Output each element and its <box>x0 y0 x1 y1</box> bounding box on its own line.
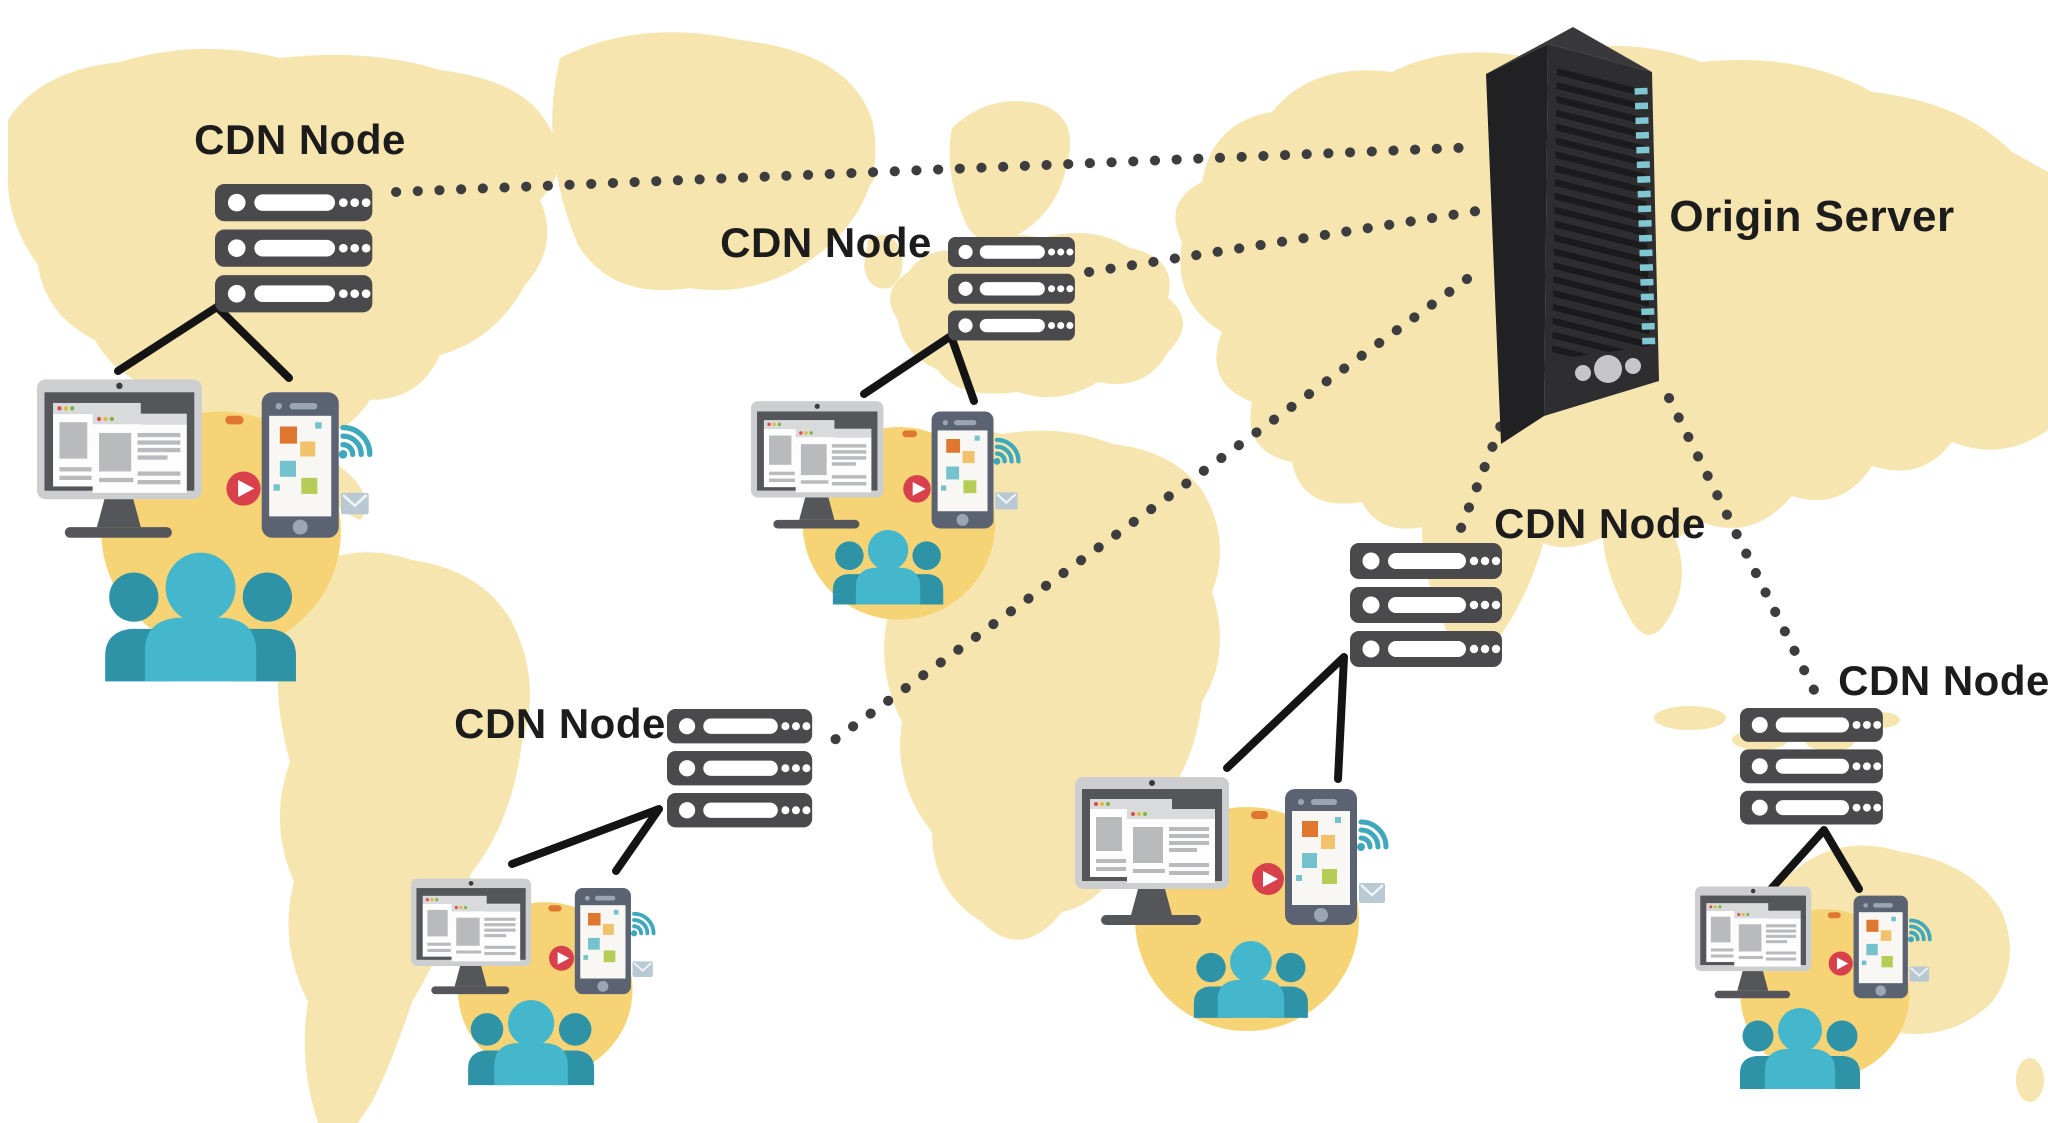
access-link-5 <box>1767 826 1863 893</box>
cdn-node-stack-3 <box>1350 543 1502 667</box>
map-new-zealand <box>2016 1058 2044 1102</box>
cdn-node-label-5: CDN Node <box>1838 657 2048 704</box>
map-scandinavia <box>949 101 1071 242</box>
server-tower-icon <box>1486 27 1659 444</box>
origin-link-5 <box>1664 393 1823 703</box>
map-greenland <box>552 32 876 291</box>
access-links <box>114 303 1863 893</box>
map-island <box>1654 706 1726 730</box>
map-britain <box>864 234 903 289</box>
server-top-face <box>1486 27 1652 74</box>
map-iceland <box>816 152 876 194</box>
cdn-node-label-1: CDN Node <box>194 116 406 163</box>
map-south-america <box>277 552 530 1123</box>
cdn-node-stack-1 <box>215 184 373 313</box>
origin-link-2 <box>1084 206 1482 277</box>
origin-link-3 <box>828 274 1472 746</box>
access-link-4 <box>508 805 663 875</box>
origin-server-label: Origin Server <box>1669 192 1955 241</box>
cdn-node-label-4: CDN Node <box>454 700 666 747</box>
cdn-node-stack-5 <box>1740 708 1883 825</box>
cdn-node-stack-4 <box>667 709 813 828</box>
server-side-face <box>1486 44 1548 444</box>
origin-link-1 <box>391 142 1484 197</box>
origin-links <box>391 142 1823 746</box>
map-indochina <box>1602 513 1682 635</box>
cdn-node-label-3: CDN Node <box>1494 500 1706 547</box>
cdn-node-label-2: CDN Node <box>720 219 932 266</box>
server-buttons <box>1575 355 1641 383</box>
access-link-3 <box>1223 653 1348 783</box>
cdn-node-stack-2 <box>948 237 1075 341</box>
server-vents <box>1552 64 1650 360</box>
map-japan <box>1980 254 2000 306</box>
access-link-2 <box>860 332 978 405</box>
access-link-1 <box>114 303 293 382</box>
